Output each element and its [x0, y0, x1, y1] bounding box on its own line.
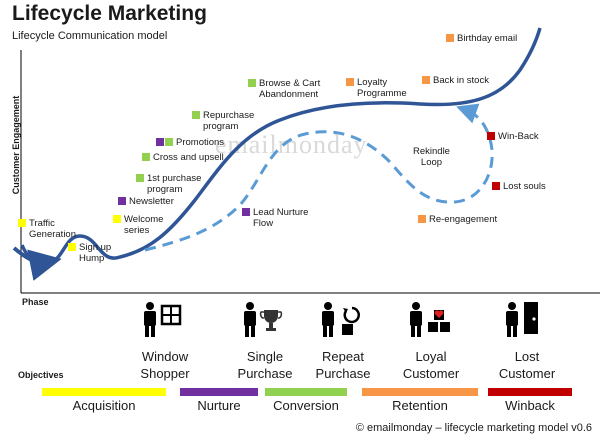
annotation-label: Lost souls: [503, 181, 546, 192]
annotation-item: Cross and upsell: [142, 152, 224, 163]
color-marker-icon: [156, 138, 164, 146]
annotation-item: Re-engagement: [418, 214, 497, 225]
color-marker-icon: [248, 79, 256, 87]
annotation-item: Newsletter: [118, 196, 174, 207]
objective-label: Nurture: [197, 398, 241, 413]
repeat-icon: [342, 306, 360, 335]
page-title: Lifecycle Marketing: [12, 2, 207, 25]
objective-bar: [42, 388, 166, 396]
objective-bar: [488, 388, 572, 396]
customer-figure-icon: [144, 302, 182, 337]
color-marker-icon: [446, 34, 454, 42]
color-marker-icon: [422, 76, 430, 84]
customer-figure-icon: [322, 302, 360, 337]
boxes-heart-icon: [428, 310, 450, 332]
annotation-item: Promotions: [156, 137, 224, 148]
color-marker-icon: [18, 219, 26, 227]
customer-figure-icon: [244, 302, 283, 337]
objective-bar: [180, 388, 258, 396]
annotation-item: Back in stock: [422, 75, 489, 86]
annotation-label: Birthday email: [457, 33, 518, 44]
annotation-item: Win-Back: [487, 131, 539, 142]
annotation-label: Win-Back: [498, 131, 539, 142]
annotation-item: Lost souls: [492, 181, 546, 192]
lead-nurture-curve: [144, 103, 494, 252]
color-marker-icon: [142, 153, 150, 161]
objective-bar: [362, 388, 478, 396]
color-marker-icon: [68, 243, 76, 251]
engagement-curve: [20, 27, 542, 266]
customer-figure-icon: [506, 302, 538, 337]
annotation-label: Promotions: [176, 137, 225, 148]
customer-figure-icon: [410, 302, 450, 337]
color-marker-icon: [113, 215, 121, 223]
color-marker-icon: [487, 132, 495, 140]
objectives-label: Objectives: [18, 370, 64, 380]
color-marker-icon: [136, 174, 144, 182]
annotation-label: Re-engagement: [429, 214, 498, 225]
color-marker-icon: [192, 111, 200, 119]
objective-label: Winback: [505, 398, 555, 413]
color-marker-icon: [346, 78, 354, 86]
phase-label: Phase: [22, 297, 49, 307]
color-marker-icon: [418, 215, 426, 223]
annotation-label: Cross and upsell: [153, 152, 224, 163]
copyright-notice: © emailmonday – lifecycle marketing mode…: [355, 422, 592, 434]
color-marker-icon: [118, 197, 126, 205]
page-subtitle: Lifecycle Communication model: [12, 30, 168, 42]
objective-label: Acquisition: [72, 398, 136, 413]
objective-label: Conversion: [273, 398, 339, 413]
annotation-label: Back in stock: [433, 75, 489, 86]
objective-bar: [265, 388, 347, 396]
window-icon: [160, 304, 182, 326]
trophy-icon: [259, 310, 283, 331]
color-marker-icon: [165, 138, 173, 146]
annotation-label: Newsletter: [129, 196, 174, 207]
start-arrow: [12, 246, 62, 281]
color-marker-icon: [492, 182, 500, 190]
color-marker-icon: [242, 208, 250, 216]
objective-label: Retention: [392, 398, 448, 413]
door-icon: [524, 302, 538, 334]
annotation-item: Birthday email: [446, 33, 517, 44]
